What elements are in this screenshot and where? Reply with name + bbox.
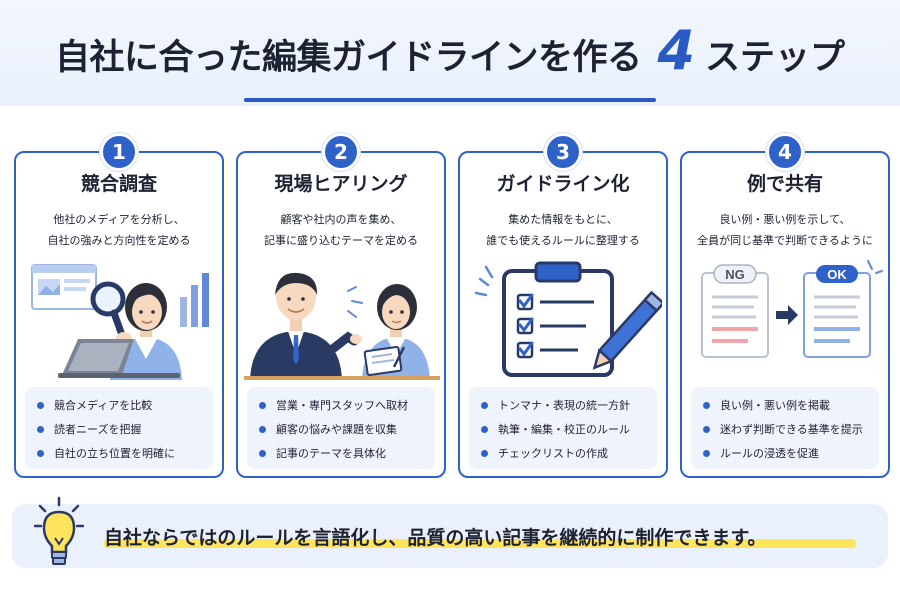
step-title: ガイドライン化	[496, 172, 630, 195]
step-desc-line: 誰でも使えるルールに整理する	[486, 234, 640, 247]
list-item: 顧客の悩みや課題を収集	[259, 417, 435, 441]
step-desc-line: 自社の強みと方向性を定める	[47, 234, 191, 247]
step-description: 他社のメディアを分析し、 自社の強みと方向性を定める	[16, 209, 222, 251]
list-item: 自社の立ち位置を明確に	[37, 441, 213, 465]
bullet-dot	[259, 425, 266, 433]
bullet-dot	[259, 401, 266, 409]
step-card-4: 例で共有 良い例・悪い例を示して、 全員が同じ基準で判断できるように NG OK…	[680, 151, 890, 478]
list-item-text: 読者ニーズを把握	[54, 423, 142, 436]
list-item-text: 迷わず判断できる基準を提示	[720, 423, 863, 436]
interview-people-icon	[244, 272, 440, 380]
bullet-dot	[37, 449, 44, 457]
step-description: 顧客や社内の声を集め、 記事に盛り込むテーマを定める	[238, 209, 444, 251]
bullet-dot	[259, 449, 266, 457]
bullet-dot	[703, 425, 710, 433]
step-title: 競合調査	[80, 172, 157, 195]
list-item-text: 営業・専門スタッフへ取材	[276, 399, 408, 412]
summary-band	[12, 504, 888, 568]
ng-label: NG	[725, 267, 745, 282]
list-item: 良い例・悪い例を掲載	[703, 393, 879, 417]
step-checklist: 営業・専門スタッフへ取材 顧客の悩みや課題を収集 記事のテーマを具体化	[247, 387, 435, 469]
step-desc-line: 全員が同じ基準で判断できるように	[697, 234, 873, 247]
list-item-text: 自社の立ち位置を明確に	[54, 447, 175, 460]
bullet-dot	[481, 401, 488, 409]
bullet-dot	[481, 425, 488, 433]
step-description: 良い例・悪い例を示して、 全員が同じ基準で判断できるように	[682, 209, 888, 251]
step-number-badge: 4	[766, 133, 804, 171]
list-item-text: ルールの浸透を促進	[720, 447, 819, 460]
step-card-2: 現場ヒアリング 顧客や社内の声を集め、 記事に盛り込むテーマを定める	[236, 151, 446, 478]
step-desc-line: 記事に盛り込むテーマを定める	[264, 234, 418, 247]
step-number-badge: 3	[544, 133, 582, 171]
step-number-badge: 2	[322, 133, 360, 171]
clipboard-checklist-pen-icon	[474, 261, 662, 377]
step-number-badge: 1	[100, 133, 138, 171]
step-checklist: 競合メディアを比較 読者ニーズを把握 自社の立ち位置を明確に	[25, 387, 213, 469]
summary-highlight	[104, 539, 856, 548]
title-number: 4	[657, 19, 696, 82]
title-band	[0, 0, 900, 106]
magnifier-person-laptop-icon	[31, 264, 209, 380]
ng-ok-documents-icon: NG OK	[701, 260, 883, 358]
bullet-dot	[37, 401, 44, 409]
title-underline	[244, 98, 656, 102]
bullet-dot	[37, 425, 44, 433]
title-main: 自社に合った編集ガイドラインを作る	[54, 38, 642, 78]
step-card-1: 競合調査 他社のメディアを分析し、 自社の強みと方向性を定める 競合メディアを比…	[14, 151, 224, 478]
list-item-text: 競合メディアを比較	[54, 399, 153, 412]
step-title: 例で共有	[746, 172, 823, 195]
list-item-text: 執筆・編集・校正のルール	[498, 423, 630, 436]
page-title: 自社に合った編集ガイドラインを作る 4 ステップ	[0, 24, 900, 86]
step-desc-line: 集めた情報をもとに、	[508, 213, 618, 226]
step-checklist: トンマナ・表現の統一方針 執筆・編集・校正のルール チェックリストの作成	[469, 387, 657, 469]
step-desc-line: 顧客や社内の声を集め、	[280, 213, 402, 226]
list-item: 競合メディアを比較	[37, 393, 213, 417]
list-item: 記事のテーマを具体化	[259, 441, 435, 465]
step-card-3: ガイドライン化 集めた情報をもとに、 誰でも使えるルールに整理する トンマナ・表…	[458, 151, 668, 478]
list-item-text: トンマナ・表現の統一方針	[498, 399, 630, 412]
list-item-text: 良い例・悪い例を掲載	[720, 399, 830, 412]
step-desc-line: 良い例・悪い例を示して、	[719, 213, 851, 226]
bullet-dot	[481, 449, 488, 457]
list-item-text: チェックリストの作成	[498, 447, 608, 460]
step-description: 集めた情報をもとに、 誰でも使えるルールに整理する	[460, 209, 666, 251]
step-title: 現場ヒアリング	[274, 172, 408, 195]
summary-message: 自社ならではのルールを言語化し、品質の高い記事を継続的に制作できます。	[104, 526, 767, 549]
bullet-dot	[703, 449, 710, 457]
list-item-text: 記事のテーマを具体化	[276, 447, 386, 460]
ok-label: OK	[827, 267, 847, 282]
list-item: トンマナ・表現の統一方針	[481, 393, 657, 417]
list-item: 読者ニーズを把握	[37, 417, 213, 441]
step-desc-line: 他社のメディアを分析し、	[53, 213, 185, 226]
list-item-text: 顧客の悩みや課題を収集	[276, 423, 397, 436]
step-checklist: 良い例・悪い例を掲載 迷わず判断できる基準を提示 ルールの浸透を促進	[691, 387, 879, 469]
list-item: 執筆・編集・校正のルール	[481, 417, 657, 441]
list-item: 営業・専門スタッフへ取材	[259, 393, 435, 417]
list-item: チェックリストの作成	[481, 441, 657, 465]
lightbulb-icon	[34, 496, 84, 565]
bullet-dot	[703, 401, 710, 409]
list-item: ルールの浸透を促進	[703, 441, 879, 465]
title-suffix: ステップ	[705, 38, 846, 78]
list-item: 迷わず判断できる基準を提示	[703, 417, 879, 441]
